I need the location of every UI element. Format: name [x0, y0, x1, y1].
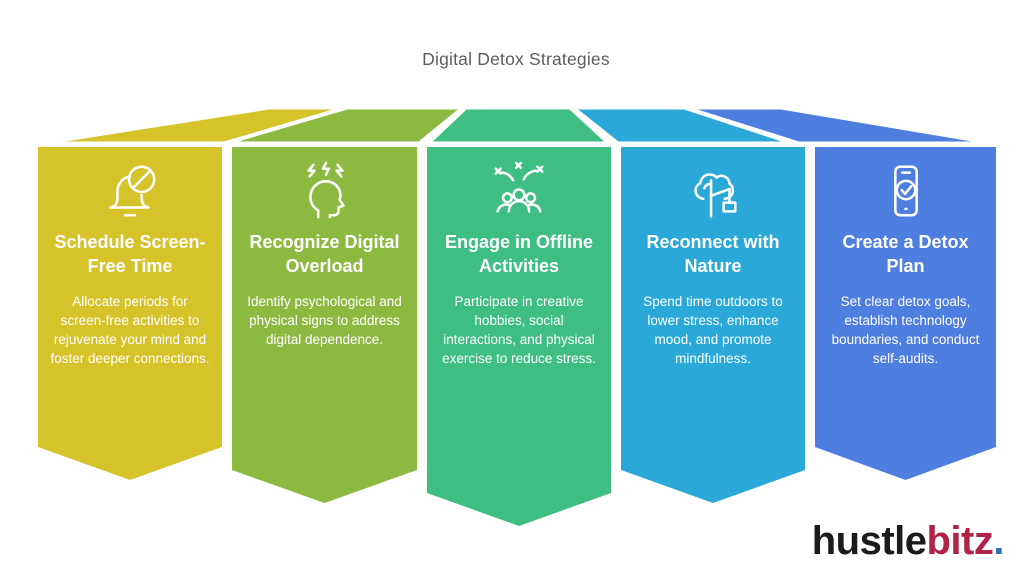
logo-text-bitz: bitz: [926, 519, 994, 563]
card-engage-offline-activities: Engage in Offline Activities Participate…: [427, 147, 611, 526]
card-body: Spend time outdoors to lower stress, enh…: [643, 293, 783, 367]
card-title: Schedule Screen-Free Time: [54, 232, 206, 276]
fold-band: [45, 106, 991, 145]
card-body: Identify psychological and physical sign…: [247, 293, 402, 348]
fold-flap-3: [425, 106, 612, 145]
card-recognize-digital-overload: Recognize Digital Overload Identify psyc…: [232, 147, 417, 503]
card-title: Recognize Digital Overload: [249, 232, 400, 276]
card-body: Allocate periods for screen-free activit…: [50, 293, 210, 367]
tree-icon: [682, 160, 744, 222]
bell-slash-icon: [99, 160, 161, 222]
card-title: Reconnect with Nature: [646, 232, 780, 276]
card-schedule-screen-free-time: Schedule Screen-Free Time Allocate perio…: [38, 147, 222, 480]
fold-flap-4: [569, 106, 792, 145]
stressed-head-icon: [294, 160, 356, 222]
card-body: Participate in creative hobbies, social …: [442, 293, 596, 367]
card-title: Create a Detox Plan: [842, 232, 969, 276]
fold-flap-2: [227, 106, 467, 145]
page-title: Digital Detox Strategies: [422, 49, 610, 69]
card-create-detox-plan: Create a Detox Plan Set clear detox goal…: [815, 147, 996, 480]
card-reconnect-with-nature: Reconnect with Nature Spend time outdoor…: [621, 147, 805, 503]
phone-check-icon: [875, 160, 937, 222]
people-celebration-icon: [488, 160, 550, 222]
card-body: Set clear detox goals, establish technol…: [831, 293, 980, 367]
logo-dot: .: [993, 519, 1004, 563]
logo-text-hustle: hustle: [811, 519, 927, 563]
brand-logo: hustlebitz.: [811, 519, 1005, 564]
card-title: Engage in Offline Activities: [444, 232, 593, 276]
fold-flap-5: [687, 106, 991, 145]
